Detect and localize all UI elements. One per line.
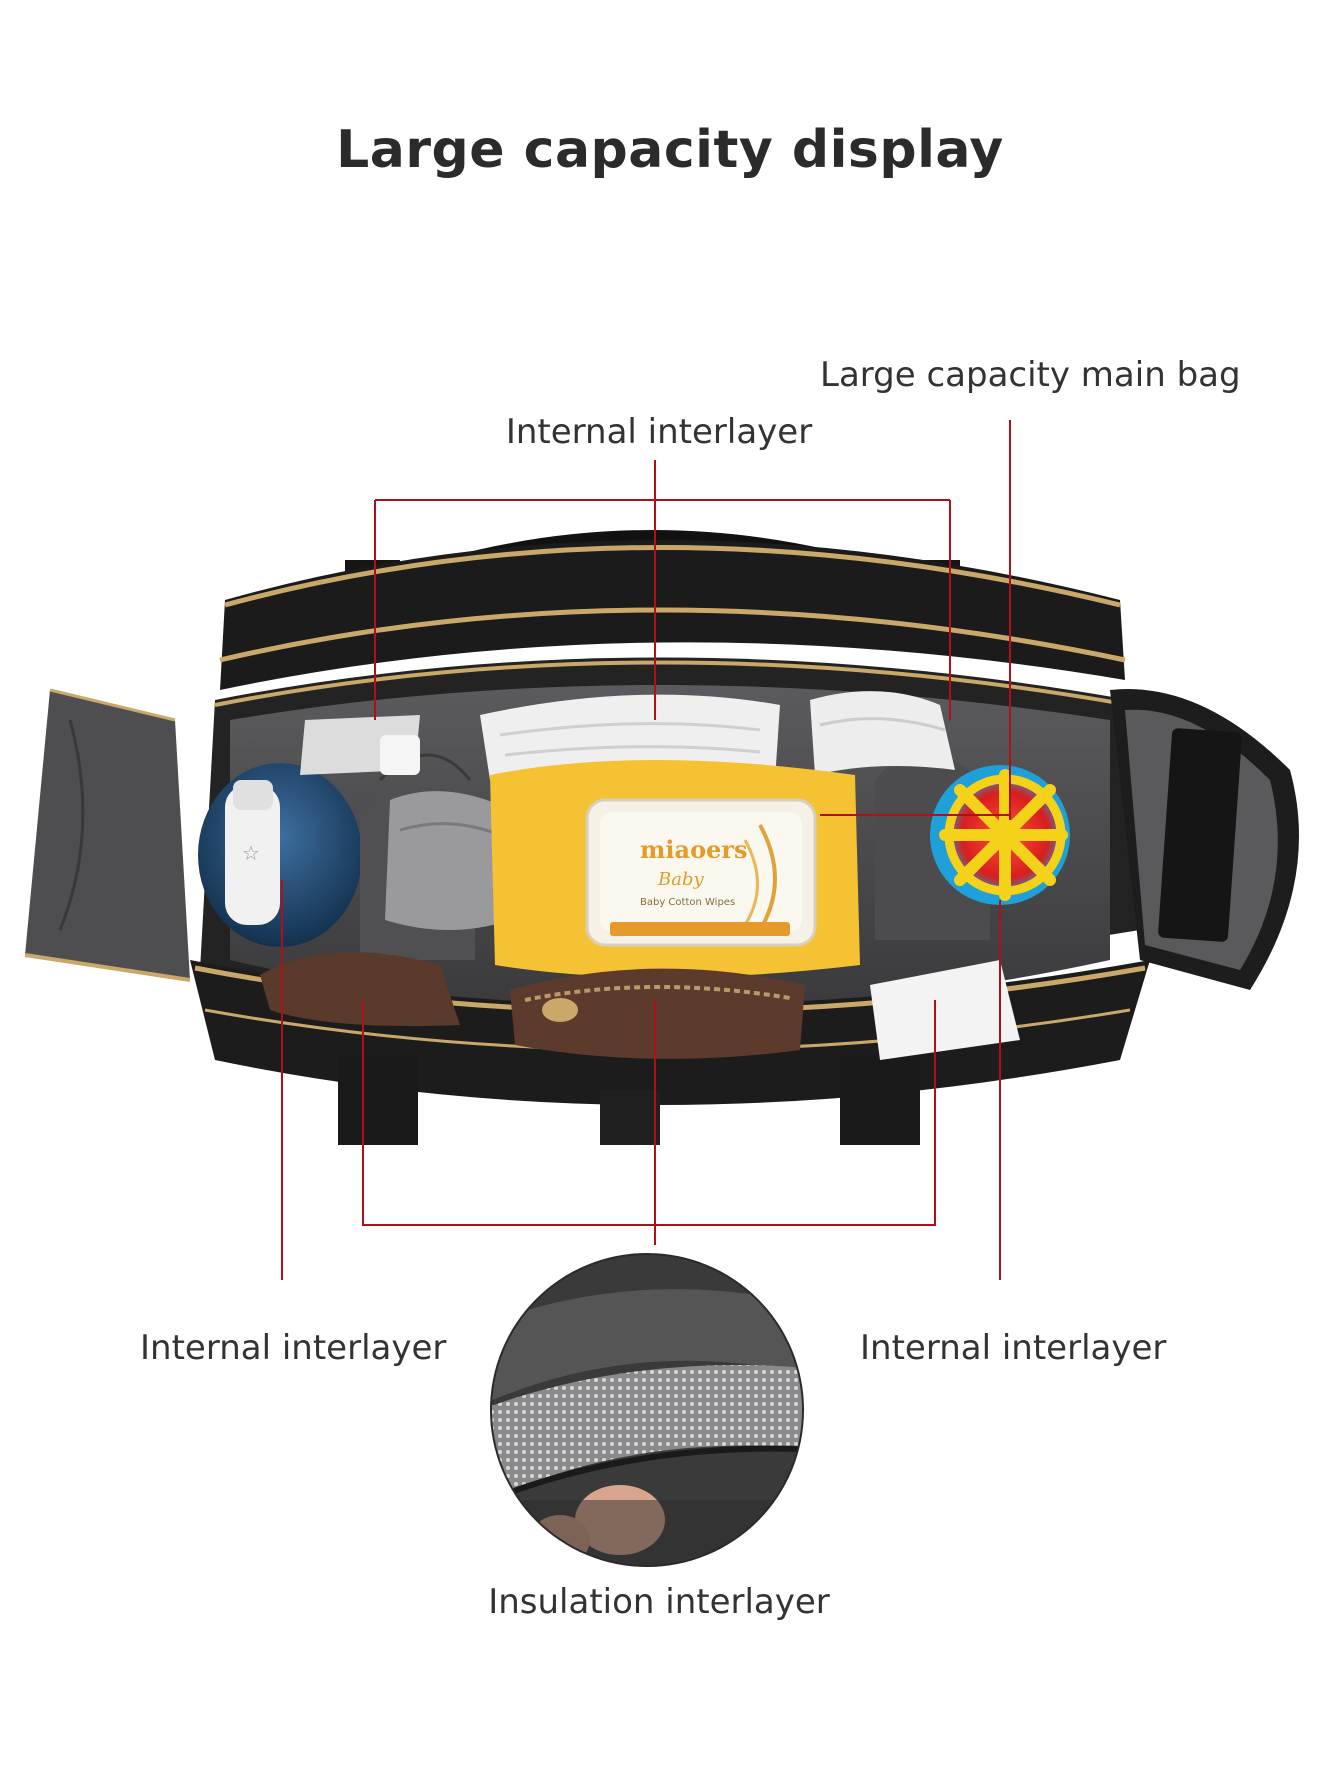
water-bottle: ☆	[198, 763, 362, 947]
label-left-interlayer: Internal interlayer	[140, 1328, 447, 1368]
label-insulation-interlayer: Insulation interlayer	[488, 1582, 830, 1622]
bottom-bracket	[362, 1000, 936, 1226]
label-main-bag: Large capacity main bag	[820, 355, 1241, 395]
wipes-sub: Baby	[657, 869, 704, 890]
wipes-desc: Baby Cotton Wipes	[640, 897, 735, 908]
left-side-pocket	[24, 688, 191, 982]
callout-lines	[281, 420, 1011, 1280]
wipes-pack	[490, 760, 860, 978]
label-right-interlayer: Internal interlayer	[860, 1328, 1167, 1368]
insulation-detail-circle	[490, 1253, 804, 1567]
svg-text:☆: ☆	[242, 841, 260, 865]
label-top-interlayer: Internal interlayer	[505, 412, 813, 452]
diapers	[300, 691, 955, 780]
socks	[385, 791, 510, 930]
rattle-ball	[930, 765, 1070, 905]
front-pocket-items	[260, 952, 1020, 1060]
page-title: Large capacity display	[336, 120, 1004, 180]
wipes-brand: miaoers	[640, 835, 748, 864]
right-side-flap	[1110, 689, 1299, 990]
